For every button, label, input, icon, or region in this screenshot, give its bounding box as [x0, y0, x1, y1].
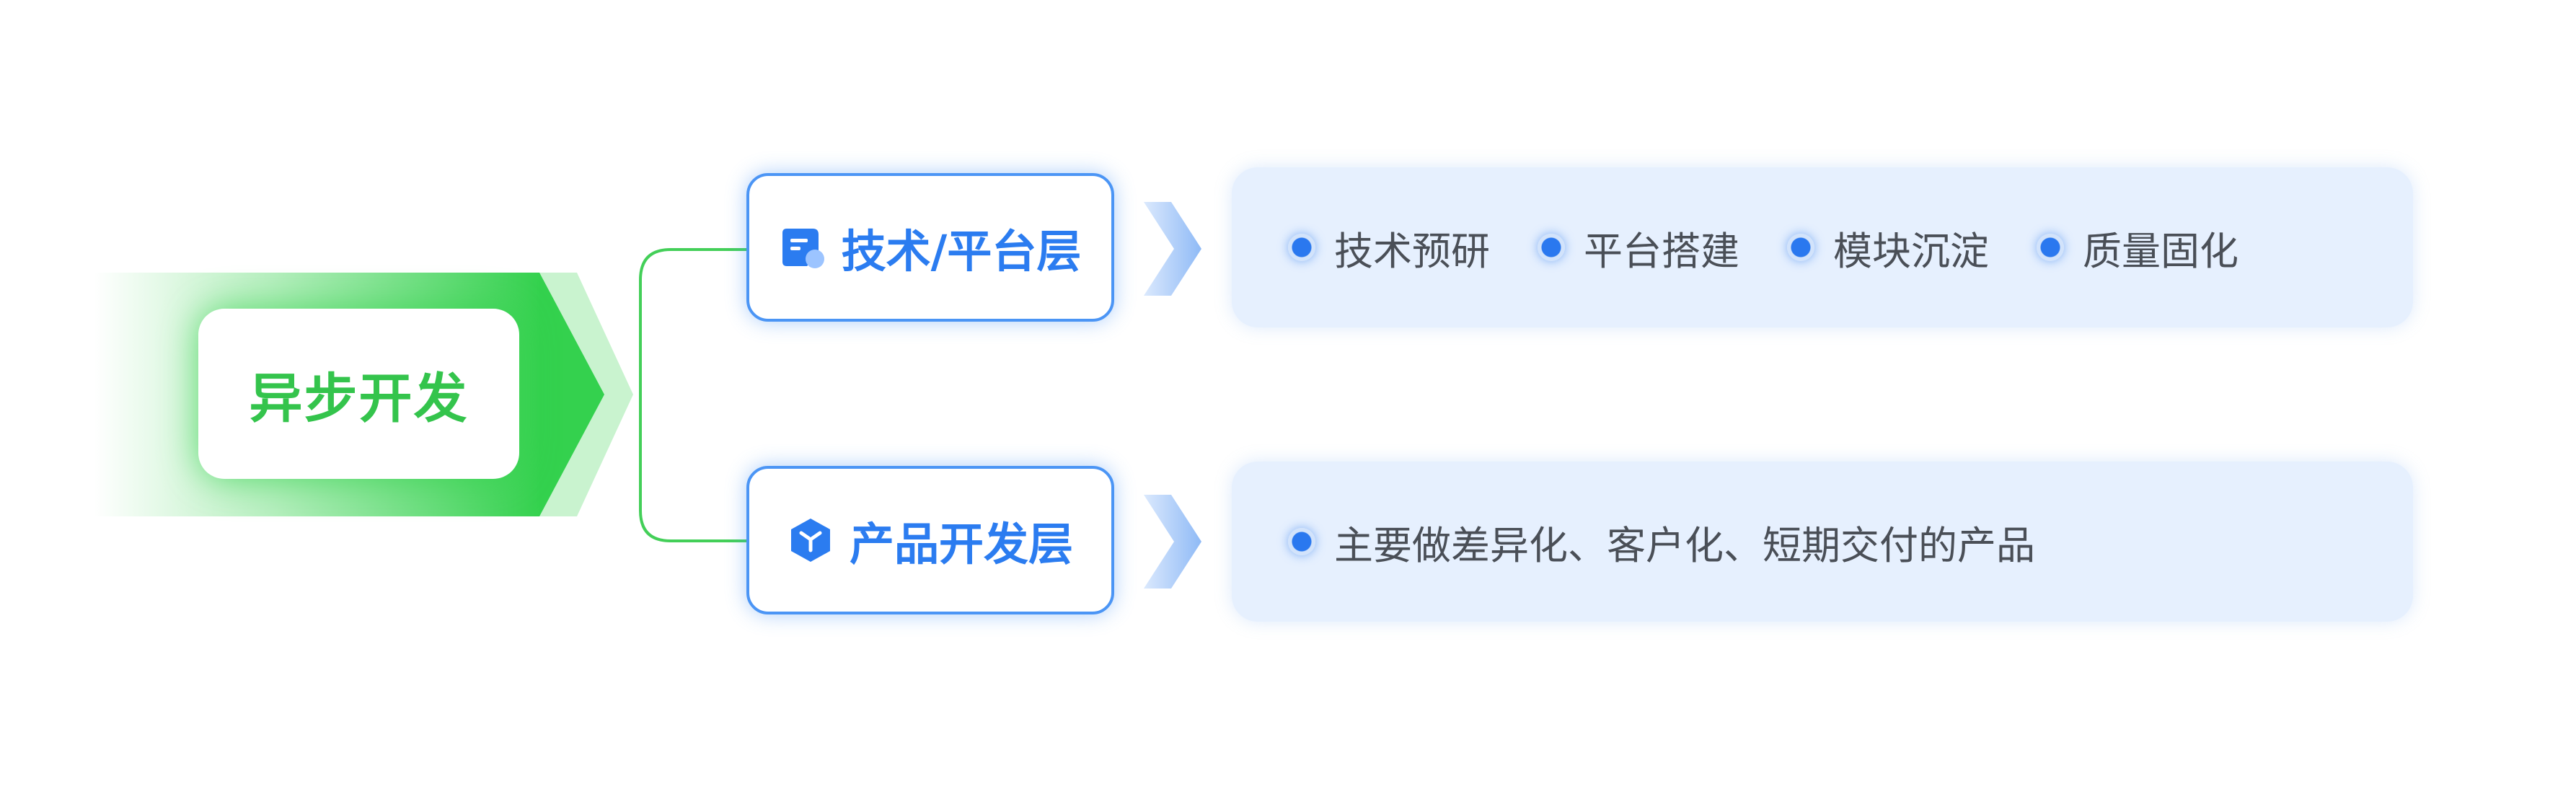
bullet-dot-icon	[1538, 234, 1565, 261]
chevron-right-icon	[1144, 202, 1201, 296]
detail-panel-product-dev: 主要做差异化、客户化、短期交付的产品	[1232, 462, 2413, 622]
root-node: 异步开发	[198, 309, 519, 479]
list-item: 模块沉淀	[1787, 219, 1989, 276]
list-item: 技术预研	[1288, 219, 1490, 276]
list-item: 平台搭建	[1538, 219, 1739, 276]
bullet-dot-icon	[1787, 234, 1814, 261]
document-icon	[782, 229, 824, 268]
root-arrow-head	[539, 273, 604, 516]
chevron-right-icon	[1144, 495, 1201, 589]
bullet-dot-icon	[1288, 234, 1315, 261]
layer-node-tech-platform: 技术/平台层	[746, 173, 1114, 322]
bullet-dot-icon	[1288, 528, 1315, 555]
layer-node-product-dev: 产品开发层	[746, 466, 1114, 614]
detail-panel-tech-platform: 技术预研 平台搭建 模块沉淀 质量固化	[1232, 167, 2413, 327]
list-item: 主要做差异化、客户化、短期交付的产品	[1288, 513, 2035, 570]
layer-label: 产品开发层	[849, 518, 1073, 570]
layer-label: 技术/平台层	[841, 225, 1082, 278]
cube-icon	[790, 519, 830, 562]
bullet-dot-icon	[2037, 234, 2064, 261]
list-item: 质量固化	[2037, 219, 2238, 276]
